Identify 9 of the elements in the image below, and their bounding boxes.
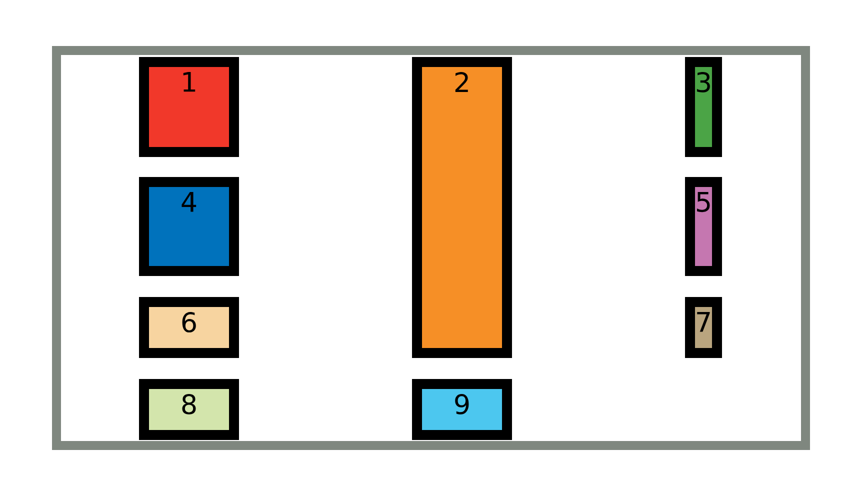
numbered-box: 6 bbox=[139, 297, 239, 358]
numbered-box: 9 bbox=[412, 379, 512, 440]
numbered-box: 2 bbox=[412, 57, 512, 358]
numbered-box: 8 bbox=[139, 379, 239, 440]
numbered-box: 5 bbox=[685, 177, 722, 276]
numbered-box: 4 bbox=[139, 177, 239, 276]
numbered-box: 1 bbox=[139, 57, 239, 157]
numbered-box: 7 bbox=[685, 297, 722, 358]
numbered-box: 3 bbox=[685, 57, 722, 157]
